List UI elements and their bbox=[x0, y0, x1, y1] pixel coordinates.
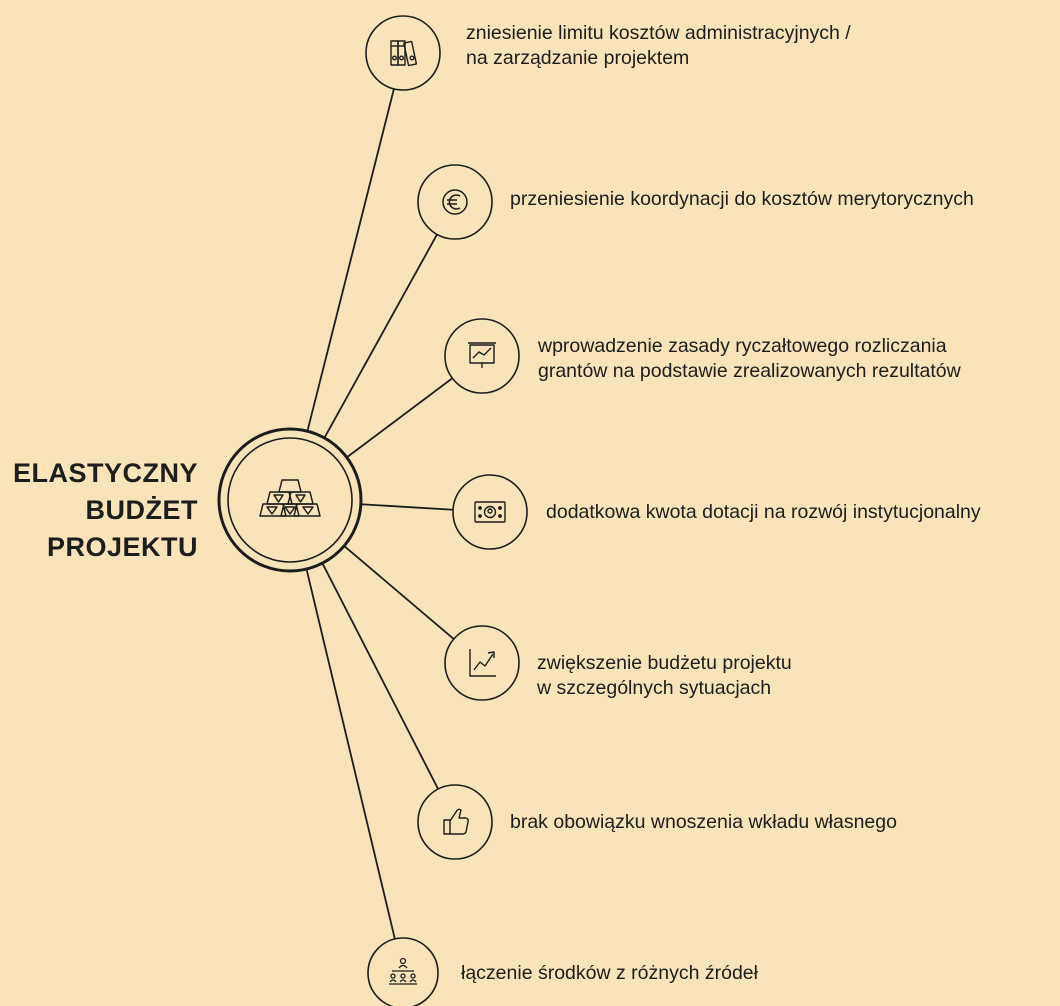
center-title-line: PROJEKTU bbox=[46, 532, 198, 562]
center-title-line: BUDŻET bbox=[85, 495, 198, 525]
connector-line-1 bbox=[306, 88, 395, 432]
item-label-1: zniesienie limitu kosztów administracyjn… bbox=[466, 22, 851, 69]
node-5 bbox=[444, 625, 520, 701]
node-4 bbox=[452, 474, 528, 550]
node-2 bbox=[417, 164, 493, 240]
binders-icon bbox=[390, 40, 418, 67]
growth-chart-icon bbox=[469, 649, 496, 677]
connector-lines bbox=[305, 88, 455, 940]
item-label-6: brak obowiązku wnoszenia wkładu własnego bbox=[510, 811, 897, 833]
item-label-5: zwiększenie budżetu projektu w szczególn… bbox=[537, 652, 792, 699]
presentation-chart-icon bbox=[468, 342, 496, 368]
connector-line-4 bbox=[360, 503, 454, 511]
node-7 bbox=[367, 937, 439, 1006]
node-6 bbox=[417, 784, 493, 860]
center-title: ELASTYCZNY BUDŻET PROJEKTU bbox=[13, 455, 198, 566]
euro-icon bbox=[442, 189, 468, 215]
connector-line-5 bbox=[343, 545, 455, 640]
center-node bbox=[217, 427, 363, 573]
item-label-3: wprowadzenie zasady ryczałtowego rozlicz… bbox=[538, 335, 961, 382]
node-3 bbox=[444, 318, 520, 394]
node-1 bbox=[365, 15, 441, 91]
center-title-line: ELASTYCZNY bbox=[12, 458, 198, 488]
connector-line-2 bbox=[323, 233, 438, 439]
gold-bars-icon bbox=[259, 479, 321, 517]
connector-line-6 bbox=[321, 562, 439, 790]
org-structure-icon bbox=[389, 957, 417, 985]
item-label-7: łączenie środków z różnych źródeł bbox=[461, 962, 758, 984]
connector-line-3 bbox=[346, 377, 453, 459]
banknote-icon bbox=[474, 501, 506, 523]
item-label-4: dodatkowa kwota dotacji na rozwój instyt… bbox=[546, 501, 981, 523]
connector-line-7 bbox=[305, 568, 396, 940]
item-label-2: przeniesienie koordynacji do kosztów mer… bbox=[510, 188, 974, 210]
thumbs-up-icon bbox=[443, 808, 469, 835]
